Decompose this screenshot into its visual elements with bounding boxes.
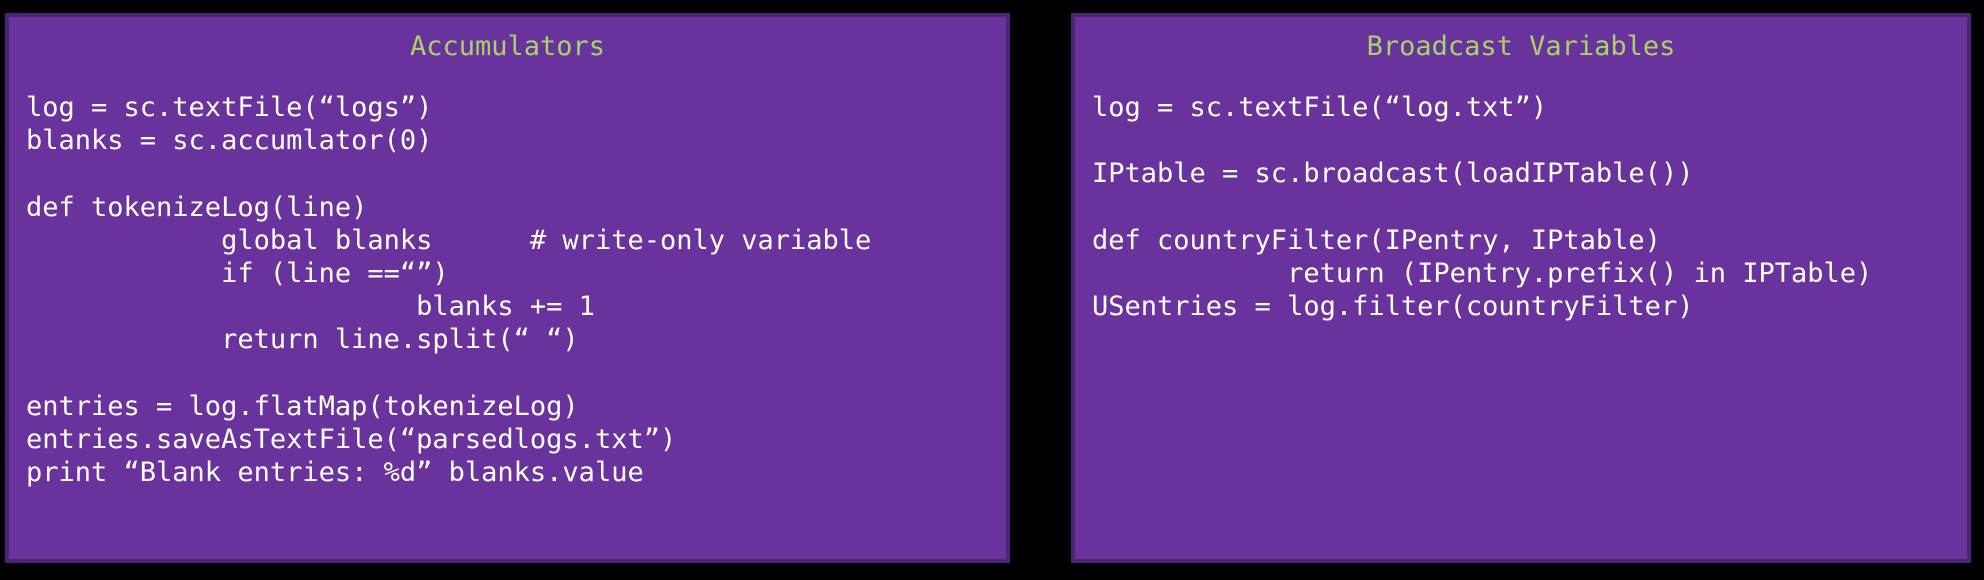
code-line: print “Blank entries: %d” blanks.value (26, 457, 644, 489)
broadcast-code-block: log = sc.textFile(“log.txt”) IPtable = s… (1092, 91, 1957, 323)
code-line: def tokenizeLog(line) (26, 191, 368, 223)
code-line (26, 157, 996, 190)
code-line: entries = log.flatMap(tokenizeLog) (26, 390, 579, 422)
broadcast-variables-title: Broadcast Variables (1366, 31, 1676, 62)
code-line: blanks = sc.accumlator(0) (26, 125, 433, 157)
code-line: def countryFilter(IPentry, IPtable) (1092, 224, 1661, 256)
accumulators-panel: Accumulators log = sc.textFile(“logs”) b… (5, 13, 1010, 563)
code-line: entries.saveAsTextFile(“parsedlogs.txt”) (26, 423, 677, 455)
code-line: global blanks # write-only variable (26, 224, 872, 256)
accumulators-code-block: log = sc.textFile(“logs”) blanks = sc.ac… (26, 91, 996, 489)
code-line: log = sc.textFile(“logs”) (26, 92, 433, 123)
code-line: IPtable = sc.broadcast(loadIPTable()) (1092, 158, 1694, 190)
code-line: if (line ==“”) (26, 257, 449, 289)
broadcast-variables-panel: Broadcast Variables log = sc.textFile(“l… (1071, 13, 1971, 563)
code-line (1092, 191, 1957, 224)
code-line: log = sc.textFile(“log.txt”) (1092, 92, 1548, 123)
code-line: USentries = log.filter(countryFilter) (1092, 291, 1694, 323)
code-line: return line.split(“ “) (26, 324, 579, 356)
accumulators-title: Accumulators (409, 31, 606, 62)
code-line: return (IPentry.prefix() in IPTable) (1092, 257, 1873, 289)
code-line: blanks += 1 (26, 291, 595, 323)
code-line (1092, 124, 1957, 157)
code-line (26, 357, 996, 390)
